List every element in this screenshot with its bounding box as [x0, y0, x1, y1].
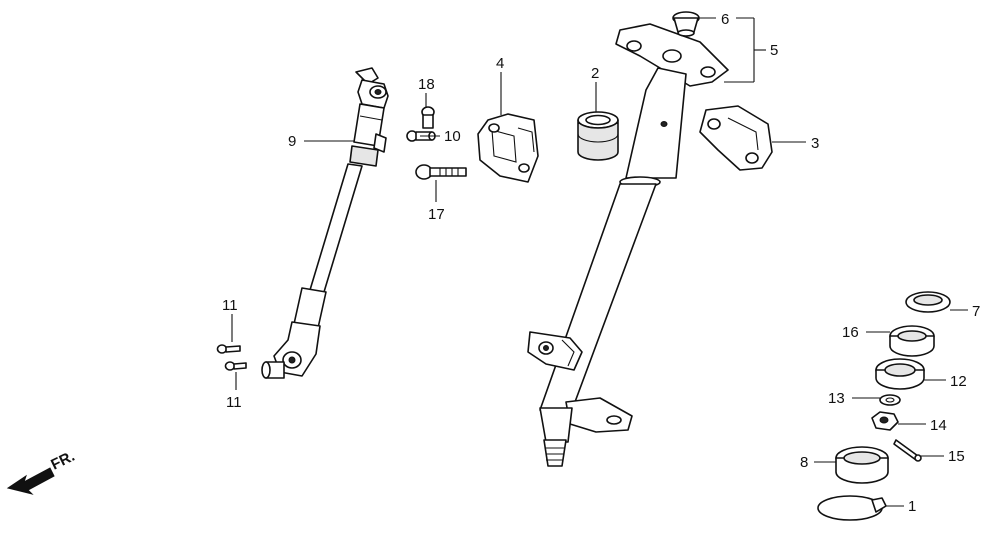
- cap-6-part: [672, 11, 700, 37]
- callout-5: 5: [770, 42, 778, 59]
- race-12-part: [875, 358, 925, 390]
- callout-10: 10: [444, 128, 461, 145]
- leader-lines: [231, 17, 968, 507]
- front-label: FR.: [48, 448, 77, 474]
- bolt-11-lower: [224, 361, 247, 371]
- callout-6: 6: [721, 11, 729, 28]
- seal-7-part: [905, 291, 951, 313]
- bearing-16-part: [889, 325, 935, 357]
- bolt-10: [406, 130, 436, 142]
- callout-11-bottom: 11: [226, 394, 242, 411]
- callout-13: 13: [828, 390, 845, 407]
- washer-13-part: [879, 394, 901, 406]
- bolt-11-upper: [216, 344, 241, 354]
- callout-15: 15: [948, 448, 965, 465]
- steering-column-part: [527, 23, 729, 467]
- dust-seal-8-part: [835, 446, 889, 484]
- bolt-17: [415, 164, 467, 180]
- callout-1: 1: [908, 498, 916, 515]
- bolt-18: [421, 106, 435, 129]
- callout-14: 14: [930, 417, 947, 434]
- joint-shaft-part: [261, 67, 389, 379]
- callout-12: 12: [950, 373, 967, 390]
- front-arrow-icon: [6, 467, 55, 495]
- bushing-2-part: [577, 111, 619, 161]
- front-direction-indicator: FR.: [6, 448, 77, 495]
- nut-14-part: [871, 411, 899, 431]
- cotter-pin-15-part: [893, 439, 922, 462]
- callout-4: 4: [496, 55, 504, 72]
- callout-11-top: 11: [222, 297, 238, 314]
- circlip-1-part: [817, 495, 887, 521]
- callout-8: 8: [800, 454, 808, 471]
- callout-16: 16: [842, 324, 859, 341]
- callout-17: 17: [428, 206, 445, 223]
- callout-9: 9: [288, 133, 296, 150]
- callout-18: 18: [418, 76, 435, 93]
- holder-3-part: [699, 105, 773, 171]
- callout-3: 3: [811, 135, 819, 152]
- callout-2: 2: [591, 65, 599, 82]
- callout-7: 7: [972, 303, 980, 320]
- holder-4-part: [477, 113, 539, 183]
